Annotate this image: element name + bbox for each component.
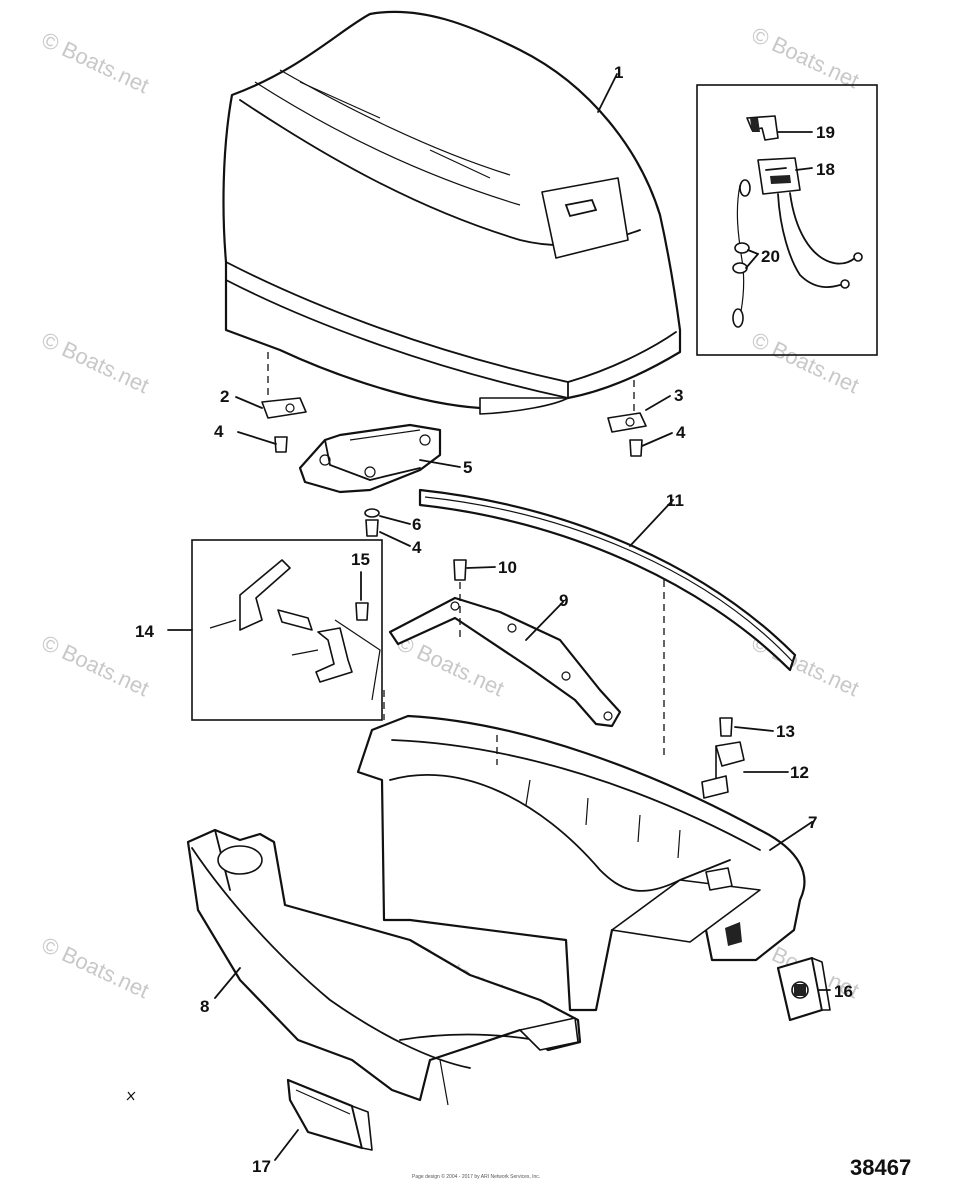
figure-number: 38467 <box>850 1155 911 1180</box>
cover-plate-17-drawing <box>286 1078 373 1151</box>
top-cowl-drawing <box>222 10 682 415</box>
rear-bracket-drawing <box>298 423 442 518</box>
leader-lines <box>167 73 831 1161</box>
retainer-strip-drawing <box>388 559 622 728</box>
callout-12: 12 <box>790 763 809 782</box>
callout-3: 3 <box>674 386 683 405</box>
watermark: © Boats.net <box>748 327 863 398</box>
callout-6: 6 <box>412 515 421 534</box>
callout-11: 11 <box>666 491 684 510</box>
callout-10: 10 <box>498 558 517 577</box>
lanyard-switch-inset <box>696 84 878 356</box>
callout-1: 1 <box>614 63 623 82</box>
seal-strip-drawing <box>418 488 797 672</box>
callout-4: 4 <box>676 423 686 442</box>
watermark: © Boats.net <box>38 932 153 1003</box>
callout-18: 18 <box>816 160 835 179</box>
callout-17: 17 <box>252 1157 271 1176</box>
bracket-16-drawing <box>776 956 831 1022</box>
callout-16: 16 <box>834 982 853 1001</box>
callout-20: 20 <box>761 247 780 266</box>
watermark: © Boats.net <box>38 327 153 398</box>
callout-19: 19 <box>816 123 835 142</box>
callout-5: 5 <box>463 458 472 477</box>
callout-15: 15 <box>351 550 370 569</box>
watermark: © Boats.net <box>748 22 863 93</box>
callout-4: 4 <box>214 422 224 441</box>
callout-9: 9 <box>559 591 568 610</box>
callout-4: 4 <box>412 538 422 557</box>
callout-2: 2 <box>220 387 229 406</box>
latch-inset <box>191 539 385 721</box>
copyright-line: Page design © 2004 - 2017 by ARI Network… <box>412 1173 540 1180</box>
callout-14: 14 <box>135 622 154 641</box>
callout-labels: 1 2 3 4 4 4 5 6 7 8 9 10 11 12 13 14 15 … <box>135 63 853 1176</box>
callout-7: 7 <box>808 813 817 832</box>
callout-8: 8 <box>200 997 209 1016</box>
stray-mark <box>126 1091 136 1101</box>
watermark: © Boats.net <box>38 27 153 98</box>
front-lower-cowl-drawing <box>186 828 582 1106</box>
callout-13: 13 <box>776 722 795 741</box>
rear-lower-cowl-drawing <box>356 580 806 1012</box>
latch-brackets <box>261 352 647 537</box>
